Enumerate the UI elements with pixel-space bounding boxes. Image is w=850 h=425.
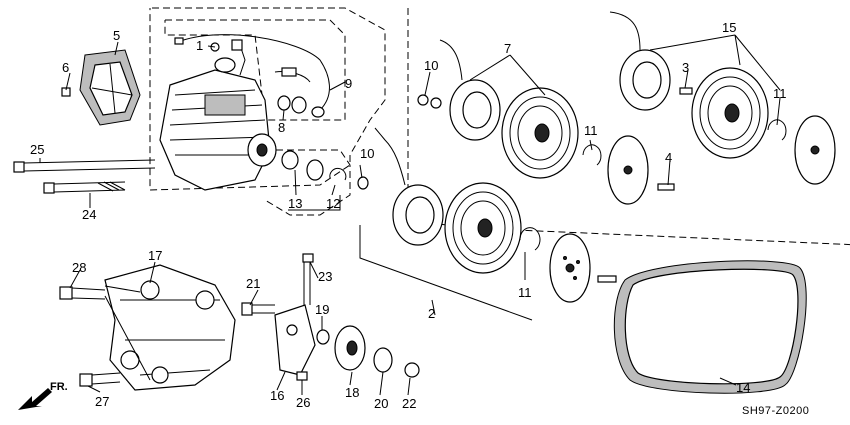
label-part-20: 20 — [374, 396, 388, 411]
label-part-21: 21 — [246, 276, 260, 291]
leader-lines — [39, 34, 781, 396]
label-part-4: 4 — [665, 150, 672, 165]
label-part-22: 22 — [402, 396, 416, 411]
label-part-5: 5 — [113, 28, 120, 43]
thermal-switch — [174, 34, 330, 118]
compressor — [159, 44, 277, 191]
front-direction-arrow-icon — [18, 388, 52, 410]
label-part-24: 24 — [82, 207, 96, 222]
label-part-9: 9 — [345, 76, 352, 91]
label-part-25: 25 — [30, 142, 44, 157]
label-part-23: 23 — [318, 269, 332, 284]
part-labels: 1 2 3 4 5 6 7 8 9 10 10 11 11 11 12 13 1… — [30, 20, 787, 411]
label-part-14: 14 — [736, 380, 750, 395]
label-part-10-a: 10 — [424, 58, 438, 73]
label-part-15: 15 — [722, 20, 736, 35]
label-part-27: 27 — [95, 394, 109, 409]
clutch-set-upper — [609, 11, 836, 185]
label-part-11-c: 11 — [518, 285, 532, 300]
mounting-bracket — [104, 264, 236, 391]
label-part-26: 26 — [296, 395, 310, 410]
label-part-12: 12 — [326, 196, 340, 211]
label-part-2: 2 — [428, 306, 435, 321]
label-part-16: 16 — [270, 388, 284, 403]
label-part-28: 28 — [72, 260, 86, 275]
drive-belt — [613, 260, 807, 394]
label-part-13: 13 — [288, 196, 302, 211]
label-part-11-a: 11 — [584, 123, 598, 138]
label-part-6: 6 — [62, 60, 69, 75]
label-part-8: 8 — [278, 120, 285, 135]
long-bolts — [13, 159, 156, 194]
diagram-code: SH97-Z0200 — [742, 405, 809, 417]
label-part-17: 17 — [148, 248, 162, 263]
label-part-18: 18 — [345, 385, 359, 400]
label-part-11-b: 11 — [773, 86, 787, 101]
front-direction-label: FR. — [50, 381, 68, 393]
label-part-7: 7 — [504, 41, 511, 56]
clutch-set-middle — [417, 39, 675, 205]
label-part-1: 1 — [196, 38, 203, 53]
label-part-19: 19 — [315, 302, 329, 317]
clutch-set-lower — [374, 127, 617, 303]
label-part-3: 3 — [682, 60, 689, 75]
label-part-10-b: 10 — [360, 146, 374, 161]
cover-plate — [79, 49, 141, 126]
small-parts — [210, 39, 369, 190]
tensioner-parts — [59, 253, 420, 387]
